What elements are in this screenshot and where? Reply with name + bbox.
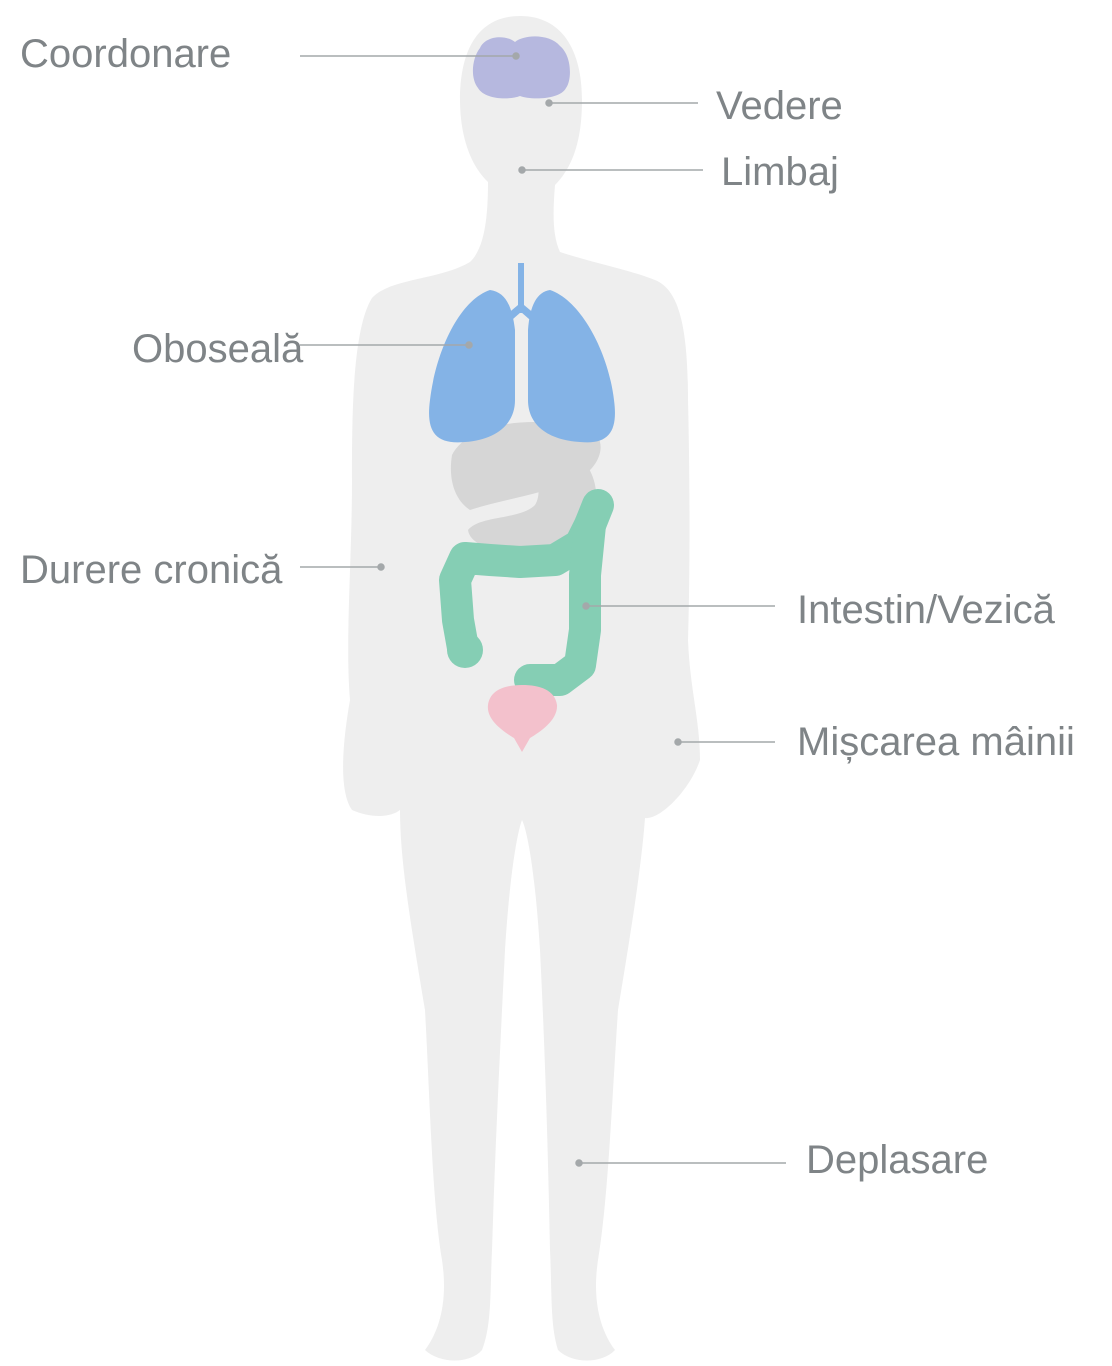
- dot-limbaj: [519, 167, 525, 173]
- label-chronic-pain: Durere cronică: [20, 550, 282, 590]
- dot-vedere: [546, 100, 552, 106]
- brain-shape: [473, 36, 570, 98]
- label-bowel-bladder: Intestin/Vezică: [797, 590, 1055, 630]
- label-vision: Vedere: [716, 86, 843, 126]
- dot-deplasare: [576, 1160, 582, 1166]
- colon-end: [447, 632, 483, 668]
- dot-oboseala: [466, 342, 472, 348]
- dot-durere: [378, 564, 384, 570]
- dot-miscarea: [675, 739, 681, 745]
- label-fatigue: Oboseală: [132, 329, 303, 369]
- label-mobility: Deplasare: [806, 1140, 988, 1180]
- trachea: [518, 263, 524, 313]
- label-coordination: Coordonare: [20, 34, 231, 74]
- brain: [473, 36, 570, 98]
- label-speech: Limbaj: [721, 152, 839, 192]
- dot-intestin: [583, 603, 589, 609]
- label-hand-movement: Mișcarea mâinii: [797, 722, 1075, 762]
- dot-coordonare: [513, 53, 519, 59]
